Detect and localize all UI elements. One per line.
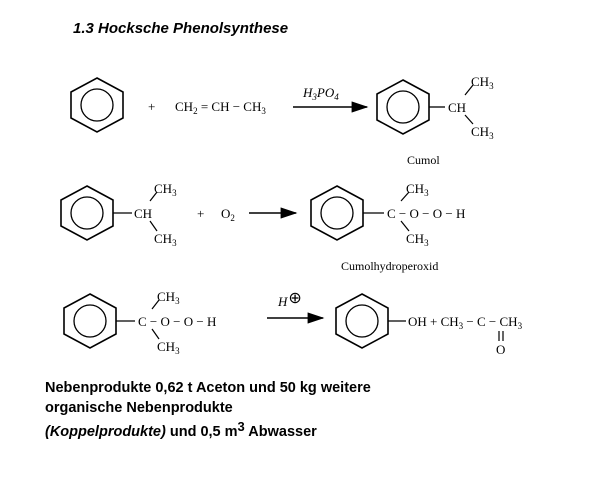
reactant-hydroperoxide-ch3-bottom: CH3 bbox=[157, 339, 180, 356]
notes-line-3: (Koppelprodukte) und 0,5 m3 Abwasser bbox=[45, 419, 371, 442]
hydroperoxide-ch3-top: CH3 bbox=[406, 181, 429, 198]
byproduct-notes: Nebenprodukte 0,62 t Aceton und 50 kg we… bbox=[45, 378, 371, 442]
benzene-ring-reactant-1 bbox=[70, 77, 124, 133]
benzene-ring-phenol bbox=[335, 293, 389, 349]
cumol-reactant-ch3-top: CH3 bbox=[154, 181, 177, 198]
plus-sign-2: + bbox=[197, 206, 204, 221]
benzene-ring-hydroperoxide bbox=[310, 185, 364, 241]
benzene-ring-cumol-reactant bbox=[60, 185, 114, 241]
reactant-hydroperoxide-chain: C − O − O − H bbox=[138, 314, 216, 329]
page-title: 1.3 Hocksche Phenolsynthese bbox=[73, 20, 289, 37]
cumol-reactant-ch3-bottom: CH3 bbox=[154, 231, 177, 248]
product-label-cumolhydroperoxid: Cumolhydroperoxid bbox=[341, 259, 438, 273]
cumol-ch3-top: CH3 bbox=[471, 74, 494, 91]
koppelprodukte-label: (Koppelprodukte) bbox=[45, 424, 166, 440]
cumol-ch: CH bbox=[448, 100, 466, 115]
plus-sign-1: + bbox=[148, 99, 155, 114]
benzene-ring-cumol bbox=[376, 79, 430, 135]
propene-formula: CH2 = CH − CH3 bbox=[175, 99, 266, 116]
product-label-cumol: Cumol bbox=[407, 153, 440, 167]
phenol-acetone-formula: OH + CH3 − C − CH3 bbox=[408, 314, 523, 331]
reaction-scheme: + CH2 = CH − CH3 H3PO4 CH CH3 CH3 Cumol … bbox=[60, 74, 523, 357]
catalyst-phosphoric-acid: H3PO4 bbox=[302, 85, 339, 102]
acid-catalyst: H⊕ bbox=[277, 290, 302, 309]
benzene-ring-hydroperoxide-reactant bbox=[63, 293, 117, 349]
reactant-hydroperoxide-ch3-top: CH3 bbox=[157, 289, 180, 306]
hydroperoxide-ch3-bottom: CH3 bbox=[406, 231, 429, 248]
wastewater-end: Abwasser bbox=[244, 424, 317, 440]
notes-line-1: Nebenprodukte 0,62 t Aceton und 50 kg we… bbox=[45, 380, 371, 396]
oxygen-formula: O2 bbox=[221, 206, 235, 223]
notes-line-2: organische Nebenprodukte bbox=[45, 400, 233, 416]
cumol-ch3-bottom: CH3 bbox=[471, 124, 494, 141]
hydroperoxide-chain: C − O − O − H bbox=[387, 206, 465, 221]
cubic-superscript: 3 bbox=[237, 419, 245, 434]
cumol-reactant-ch: CH bbox=[134, 206, 152, 221]
wastewater-text: und 0,5 m bbox=[165, 424, 238, 440]
carbonyl-oxygen: O bbox=[496, 342, 505, 357]
